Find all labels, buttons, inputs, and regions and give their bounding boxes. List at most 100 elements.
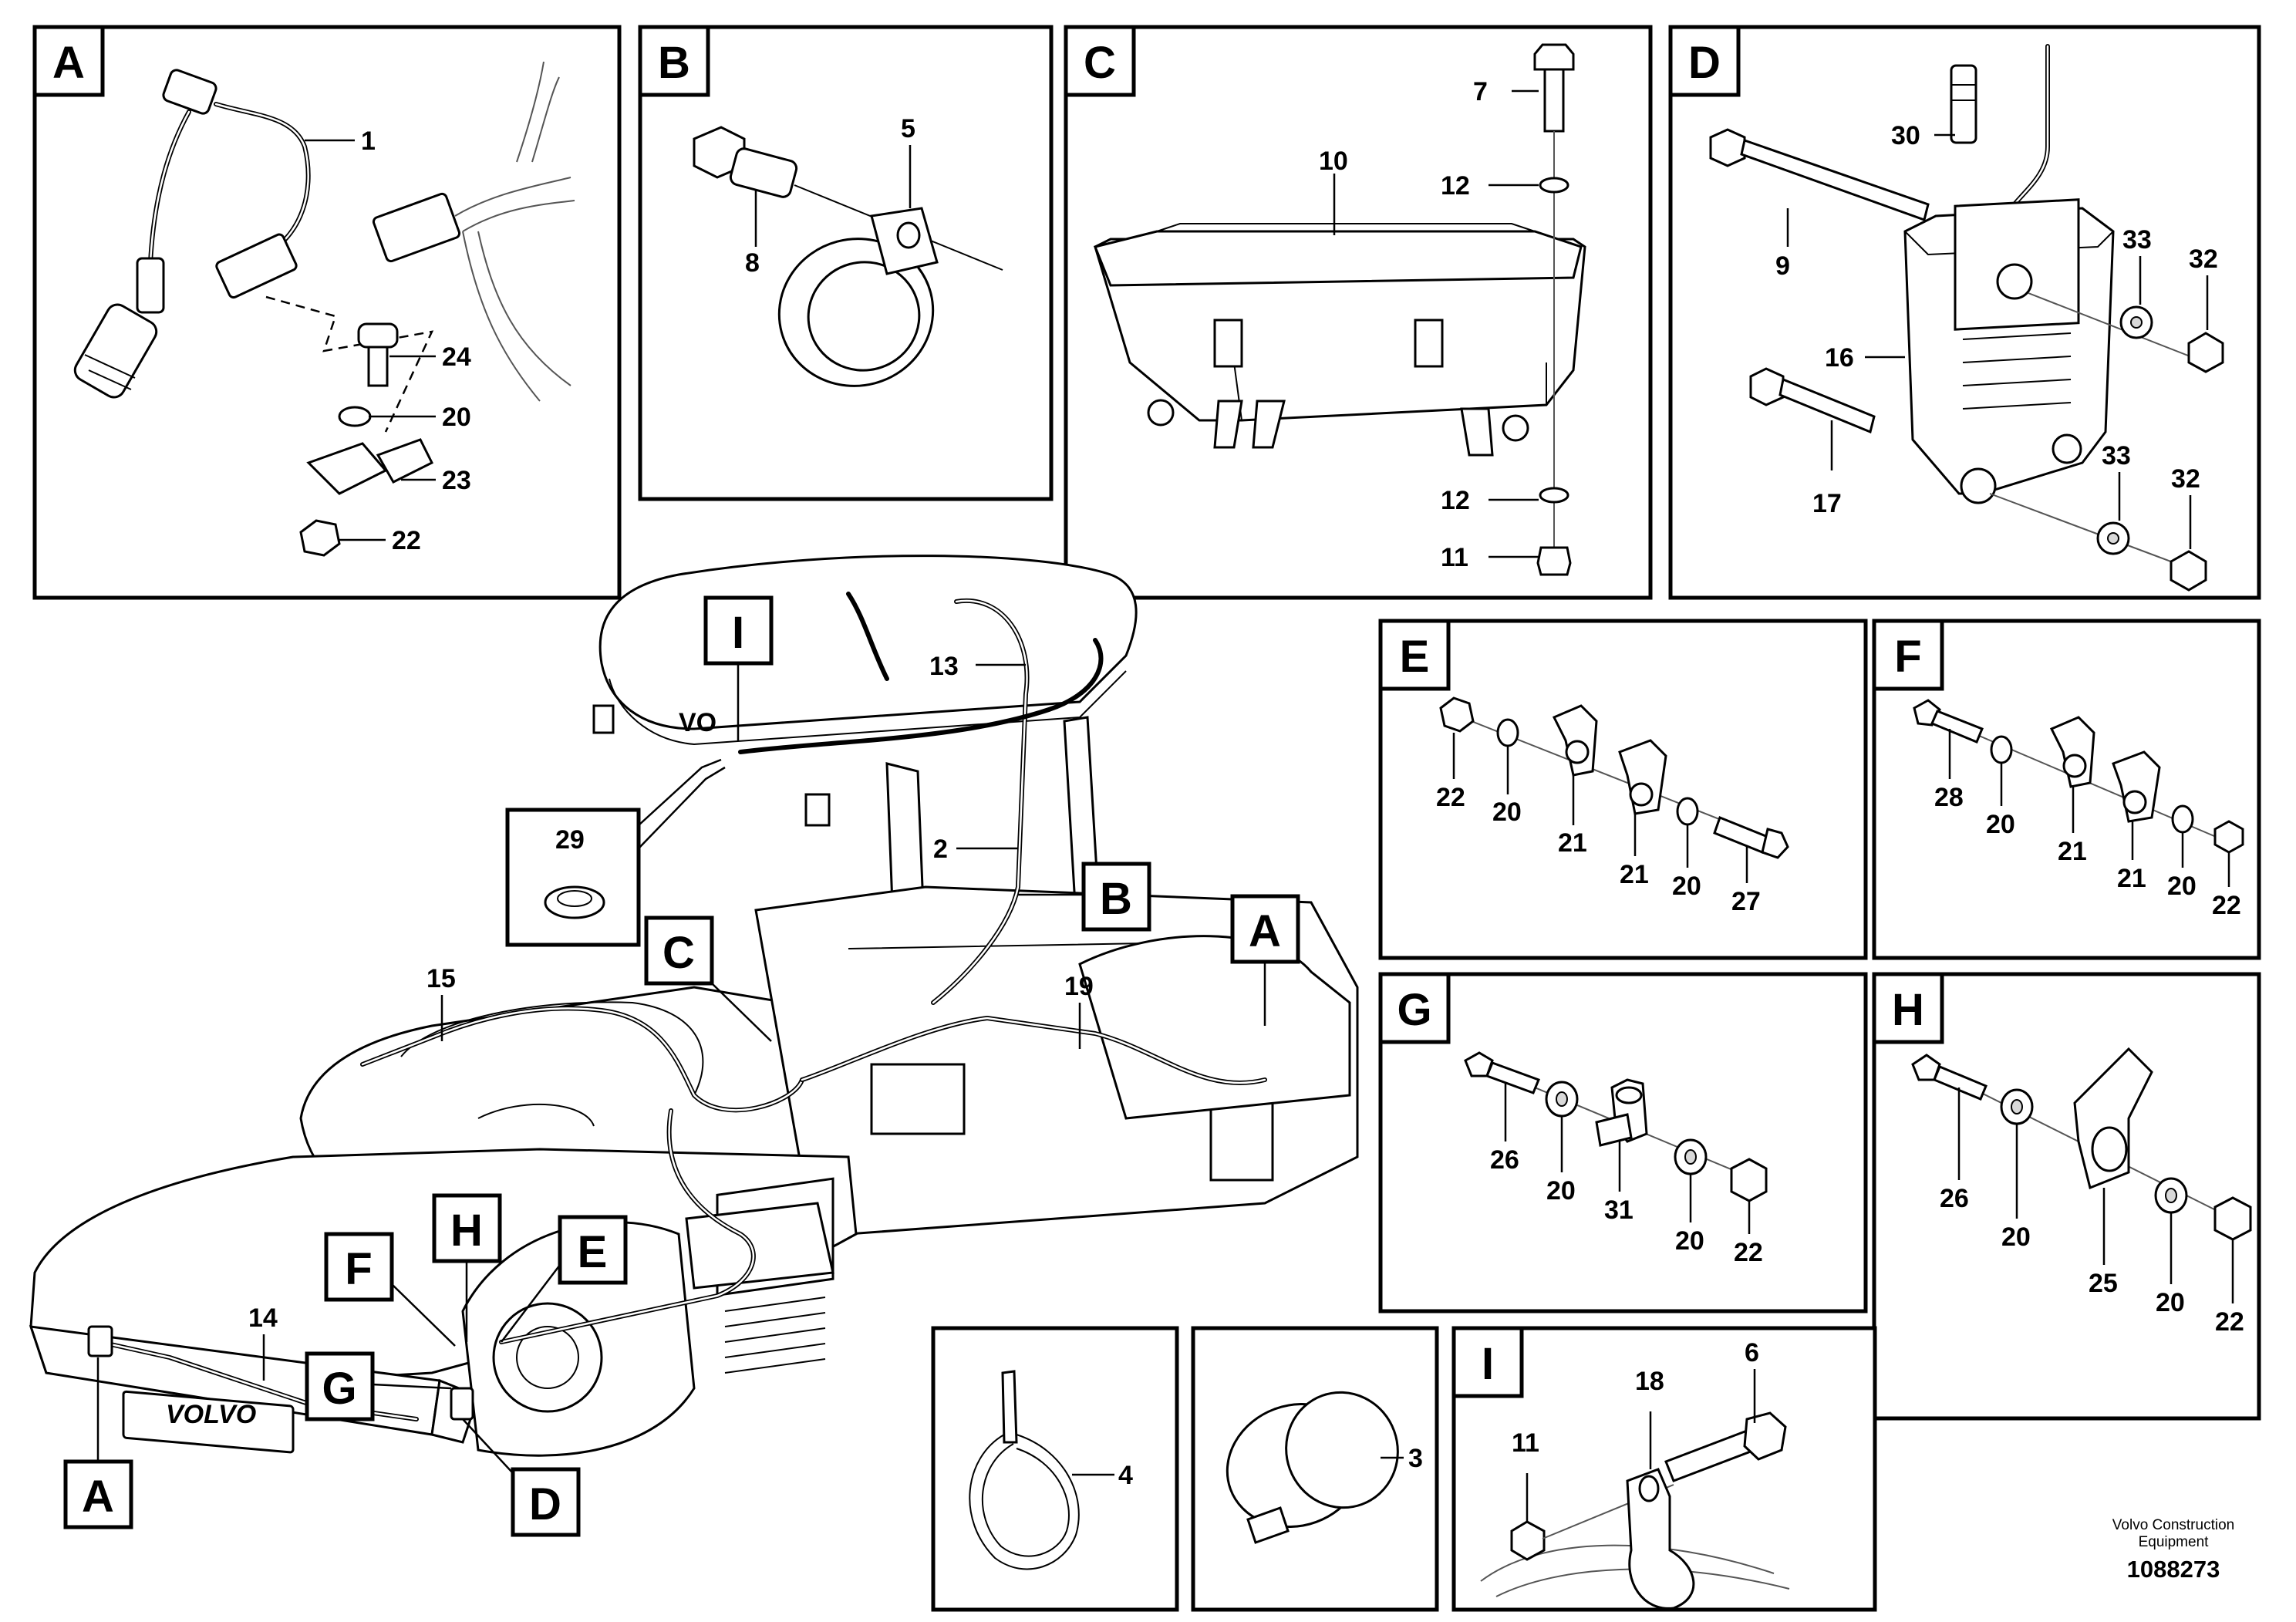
callout-11-c: 11 bbox=[1441, 543, 1468, 572]
callout-1: 1 bbox=[361, 126, 376, 156]
callout-21-e1: 21 bbox=[1558, 828, 1587, 858]
callout-20-h2: 20 bbox=[2156, 1288, 2185, 1317]
panel-c: C 7 12 10 12 bbox=[1064, 25, 1653, 600]
machine-illustration: VO VOLVO bbox=[29, 555, 1359, 1457]
callout-32-bottom: 32 bbox=[2171, 464, 2200, 494]
panel-e-label: E bbox=[1400, 632, 1430, 682]
callout-22-h: 22 bbox=[2215, 1307, 2244, 1337]
panel-hose-clamp: 3 bbox=[1191, 1326, 1439, 1612]
main-tag-g: G bbox=[322, 1364, 356, 1414]
callout-9: 9 bbox=[1775, 251, 1790, 281]
main-tag-f: F bbox=[345, 1244, 372, 1294]
callout-21-e2: 21 bbox=[1620, 860, 1649, 889]
footer-doc-number: 1088273 bbox=[2127, 1556, 2220, 1583]
panel-f-label: F bbox=[1894, 632, 1921, 682]
callout-20-g1: 20 bbox=[1546, 1176, 1576, 1206]
callout-14: 14 bbox=[248, 1303, 278, 1333]
panel-c-label: C bbox=[1084, 38, 1116, 88]
panel-d-label: D bbox=[1688, 38, 1721, 88]
callout-24-a: 24 bbox=[442, 342, 471, 372]
footer-company-line2: Equipment bbox=[2139, 1534, 2210, 1550]
main-tag-c: C bbox=[663, 928, 695, 978]
callout-28: 28 bbox=[1934, 783, 1964, 812]
callout-25: 25 bbox=[2089, 1269, 2118, 1298]
callout-12-top: 12 bbox=[1441, 171, 1470, 201]
clip-assembly-g bbox=[1464, 1051, 1768, 1202]
panel-b-label: B bbox=[658, 38, 690, 88]
callout-20-e2: 20 bbox=[1672, 872, 1701, 901]
main-tag-a-left: A bbox=[82, 1472, 114, 1522]
callout-22-e: 22 bbox=[1436, 783, 1465, 812]
panel-h: H 26 20 25 20 22 bbox=[1872, 972, 2261, 1421]
callout-26-h: 26 bbox=[1940, 1184, 1969, 1213]
grille-brand: VOLVO bbox=[166, 1400, 256, 1429]
canopy-brand: VO bbox=[679, 708, 716, 737]
callout-10: 10 bbox=[1319, 147, 1348, 176]
callout-20-g2: 20 bbox=[1675, 1226, 1704, 1256]
panel-h-label: H bbox=[1892, 985, 1924, 1035]
callout-20-f2: 20 bbox=[2167, 872, 2197, 901]
callout-26-g: 26 bbox=[1490, 1145, 1519, 1175]
panel-e: E 22 20 21 21 20 27 bbox=[1378, 619, 1868, 960]
panel-b: B 8 5 bbox=[638, 25, 1054, 501]
panel-g: G 26 20 31 20 22 bbox=[1378, 972, 1868, 1313]
main-tag-a-right: A bbox=[1249, 906, 1281, 956]
callout-22-f: 22 bbox=[2212, 891, 2241, 920]
callout-22-g: 22 bbox=[1734, 1238, 1763, 1267]
panel-cable-tie: 4 bbox=[931, 1326, 1179, 1612]
panel-d: D bbox=[1668, 25, 2261, 600]
callout-19: 19 bbox=[1064, 972, 1094, 1001]
callout-21-f1: 21 bbox=[2058, 837, 2087, 866]
clamp-b-illustration bbox=[693, 126, 1003, 387]
callout-20-a: 20 bbox=[442, 403, 471, 432]
callout-27: 27 bbox=[1731, 887, 1761, 916]
grille-lines bbox=[724, 1297, 826, 1374]
main-tag-e: E bbox=[578, 1227, 608, 1277]
callout-12-bottom: 12 bbox=[1441, 486, 1470, 515]
panel-a-label: A bbox=[52, 38, 85, 88]
panel-i-label: I bbox=[1482, 1339, 1494, 1389]
callout-8: 8 bbox=[745, 248, 760, 278]
callout-23: 23 bbox=[442, 466, 471, 495]
callout-22-a: 22 bbox=[392, 526, 421, 555]
callout-3: 3 bbox=[1408, 1444, 1423, 1473]
callout-20-f1: 20 bbox=[1986, 810, 2015, 839]
callout-30: 30 bbox=[1891, 121, 1920, 150]
footer-company: Volvo Construction bbox=[2112, 1517, 2234, 1533]
callout-17: 17 bbox=[1812, 489, 1842, 518]
callout-33-top: 33 bbox=[2122, 225, 2152, 255]
clip-assembly-h bbox=[1911, 1047, 2252, 1241]
callout-5: 5 bbox=[901, 114, 915, 143]
callout-7: 7 bbox=[1473, 77, 1488, 106]
callout-16: 16 bbox=[1825, 343, 1854, 373]
control-module-illustration bbox=[1709, 44, 2224, 592]
p-clamp-i-illustration bbox=[1480, 1411, 1790, 1610]
main-tag-h: H bbox=[450, 1206, 483, 1256]
callout-2: 2 bbox=[933, 835, 948, 864]
callout-33-bottom: 33 bbox=[2102, 441, 2131, 470]
callout-4: 4 bbox=[1118, 1461, 1133, 1490]
main-tag-d: D bbox=[529, 1479, 561, 1529]
callout-20-e1: 20 bbox=[1492, 798, 1522, 827]
callout-32-top: 32 bbox=[2189, 244, 2218, 274]
panel-f: F 28 20 21 21 20 22 bbox=[1872, 619, 2261, 960]
callout-13: 13 bbox=[929, 652, 959, 681]
callout-6: 6 bbox=[1745, 1338, 1759, 1367]
callout-29: 29 bbox=[555, 825, 585, 855]
callout-20-h1: 20 bbox=[2001, 1222, 2031, 1252]
main-tag-b: B bbox=[1100, 874, 1132, 924]
panel-i: I 11 18 6 bbox=[1451, 1326, 1877, 1612]
sensor-harness-illustration bbox=[73, 61, 575, 557]
callout-15: 15 bbox=[426, 964, 456, 993]
panel-a: A bbox=[32, 25, 622, 600]
ecu-box-illustration bbox=[1093, 43, 1586, 576]
callout-18: 18 bbox=[1635, 1367, 1664, 1396]
callout-31: 31 bbox=[1604, 1195, 1633, 1225]
panel-g-label: G bbox=[1397, 985, 1431, 1035]
clip-assembly-f bbox=[1913, 699, 2244, 854]
main-tag-i: I bbox=[732, 608, 744, 658]
clip-assembly-e bbox=[1439, 696, 1789, 859]
main-tags: I 29 13 2 B C A 15 19 H bbox=[63, 595, 1300, 1537]
callout-11-i: 11 bbox=[1512, 1428, 1539, 1458]
